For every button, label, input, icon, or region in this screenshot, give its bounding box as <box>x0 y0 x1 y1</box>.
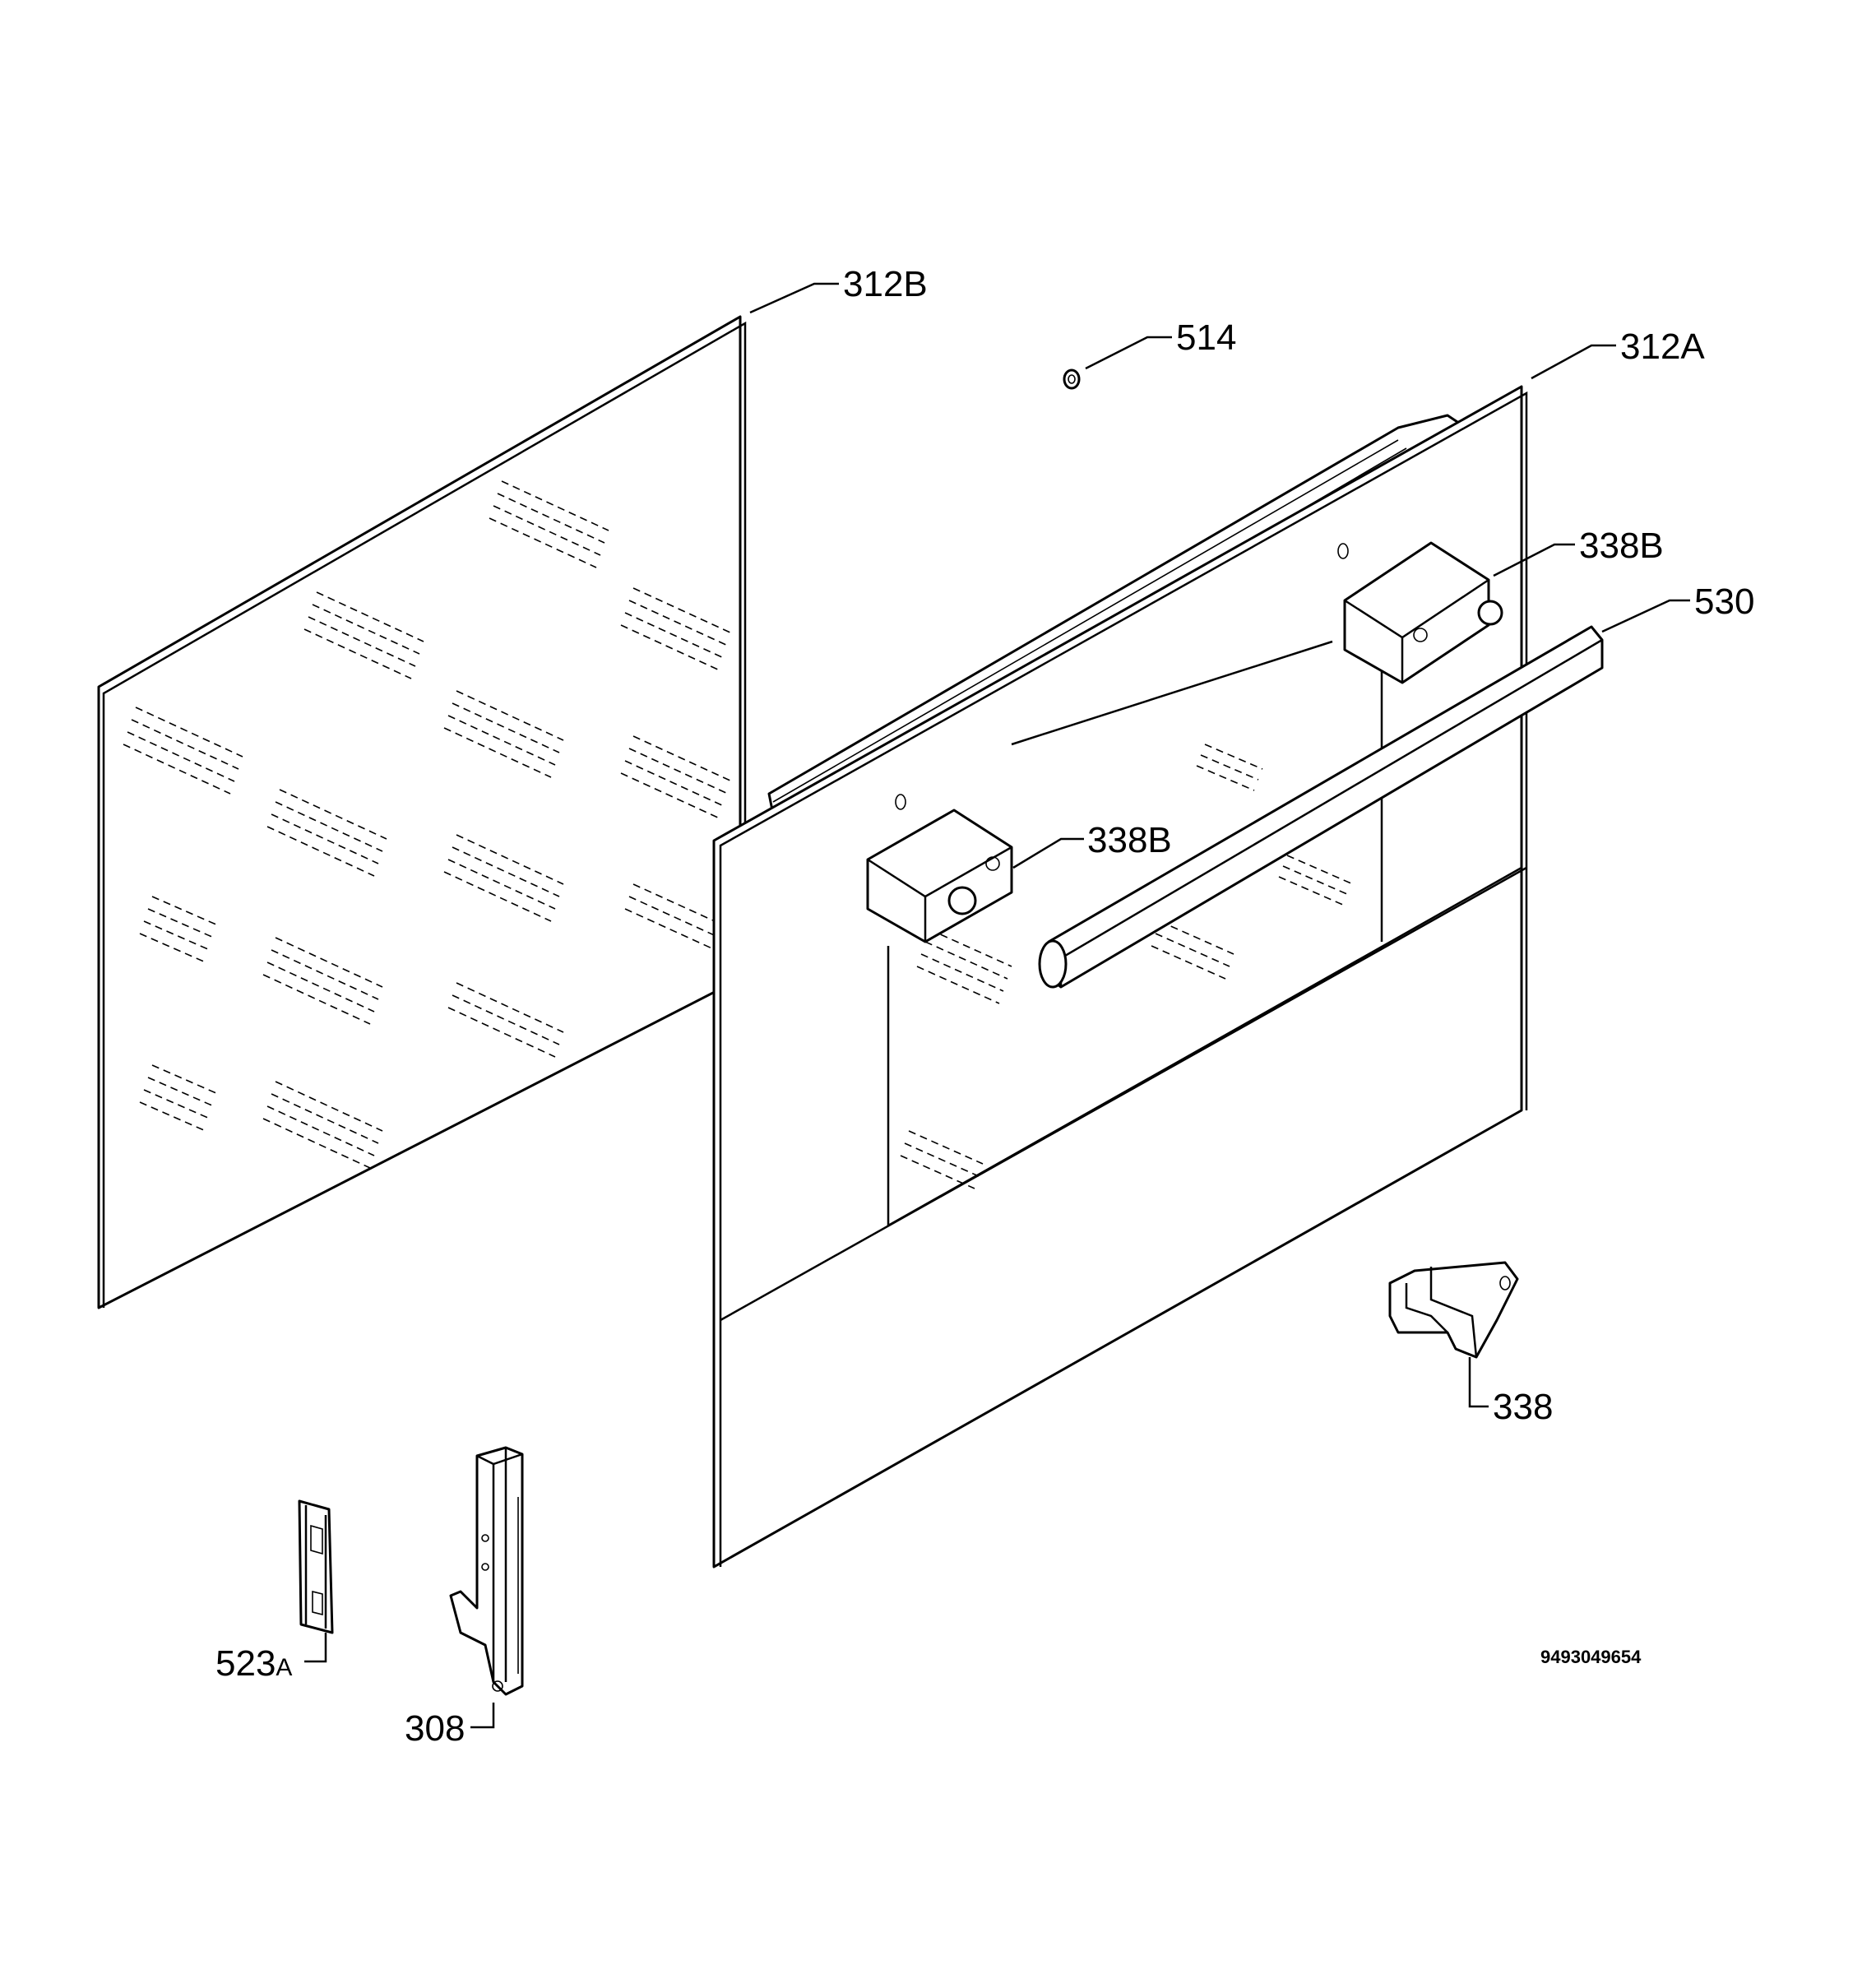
label-338b-left: 338B <box>1087 820 1172 860</box>
label-338b-top: 338B <box>1579 526 1664 566</box>
handle-support-left[interactable] <box>866 809 1013 943</box>
label-308: 308 <box>405 1708 465 1749</box>
inner-glass-panel[interactable] <box>97 315 747 1309</box>
label-312b: 312B <box>843 264 928 304</box>
door-handle-bar[interactable] <box>1038 625 1604 989</box>
label-312a: 312A <box>1620 327 1705 367</box>
hinge-308[interactable] <box>449 1446 524 1696</box>
leader-lines <box>304 282 1690 1729</box>
screw-514[interactable] <box>1063 368 1081 390</box>
handle-support-top[interactable] <box>1343 541 1503 684</box>
label-514: 514 <box>1176 317 1236 358</box>
outer-door-panel[interactable] <box>712 385 1528 1569</box>
label-523a-number: 523 <box>215 1643 276 1684</box>
document-number: 9493049654 <box>1540 1647 1642 1667</box>
label-530: 530 <box>1694 582 1754 622</box>
door-bracket-338[interactable] <box>1388 1261 1519 1359</box>
label-338: 338 <box>1493 1387 1553 1427</box>
door-glass-print <box>900 744 1354 1189</box>
label-523a-suffix: A <box>276 1654 292 1681</box>
label-523a: 523A <box>215 1643 292 1684</box>
clip-523a[interactable] <box>298 1499 334 1634</box>
glass-print-pattern <box>123 480 733 1169</box>
